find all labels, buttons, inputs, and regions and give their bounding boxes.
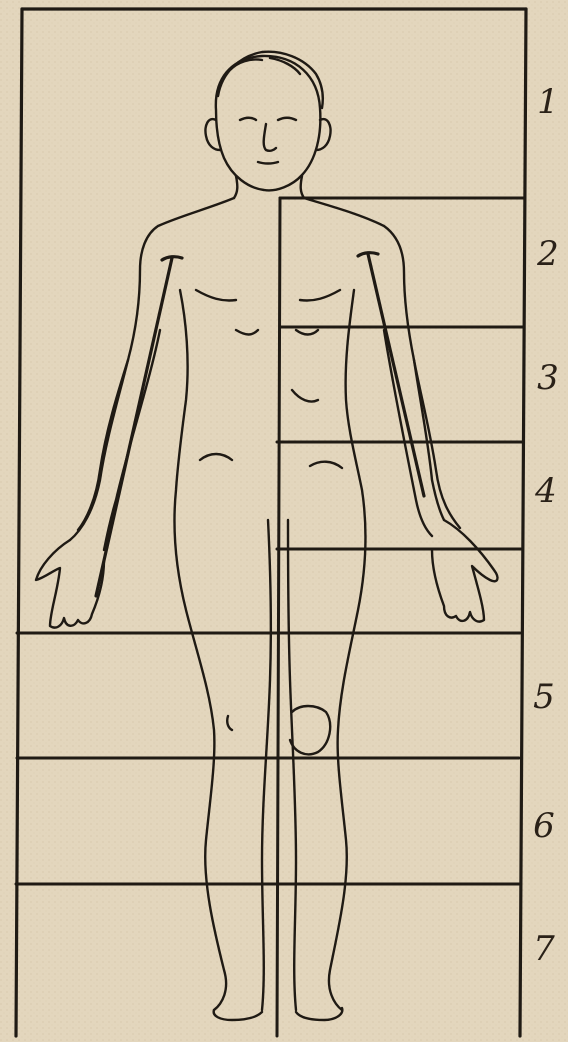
section-number-4: 4 xyxy=(534,471,557,511)
section-number-3: 3 xyxy=(537,358,559,398)
section-number-1: 1 xyxy=(537,82,559,122)
section-number-6: 6 xyxy=(533,806,555,846)
section-number-5: 5 xyxy=(533,677,555,717)
section-number-7: 7 xyxy=(533,929,555,969)
section-number-2: 2 xyxy=(536,234,559,274)
